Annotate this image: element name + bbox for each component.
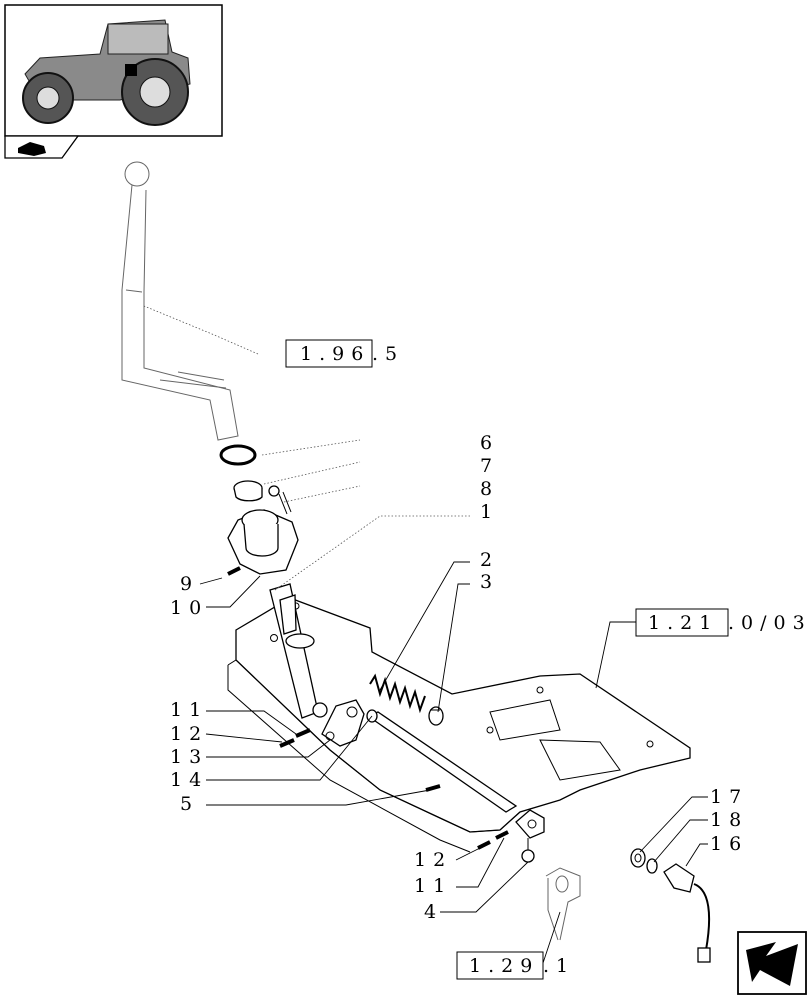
- part-11-pin-lower[interactable]: [495, 830, 509, 840]
- part-11-pin-upper[interactable]: [295, 728, 311, 738]
- ref-label-1-29[interactable]: 1.29 .1: [456, 951, 575, 980]
- tractor-icon: [22, 19, 191, 126]
- label-part-11-upper: 11: [170, 699, 208, 721]
- ref-1-21-suffix: .0/03: [728, 612, 812, 634]
- label-part-11-lower: 11: [414, 875, 452, 897]
- part-1-shaft[interactable]: [269, 583, 328, 719]
- label-part-4: 4: [424, 901, 443, 923]
- part-6-circlip[interactable]: [219, 444, 257, 466]
- gear-lever: [121, 161, 239, 441]
- part-3-cap[interactable]: [428, 706, 444, 726]
- part-number-labels: 6 7 8 1 2 3 9 10 11 12 13 14 5 12 11 4 1…: [170, 432, 748, 923]
- ref-1-21-boxed: 1.21: [648, 612, 718, 634]
- section-tag-icon[interactable]: [4, 135, 80, 159]
- label-part-17: 17: [710, 786, 748, 808]
- ref-1-96-5-boxed: 1.96: [300, 343, 370, 365]
- label-part-8: 8: [480, 478, 499, 500]
- label-part-7: 7: [480, 455, 499, 477]
- previous-page-arrow-icon[interactable]: [737, 931, 807, 995]
- part-2-spring[interactable]: [369, 673, 426, 714]
- leader-lines: [143, 305, 708, 964]
- bracket-ghost: [545, 867, 581, 941]
- part-17-washer[interactable]: [630, 848, 646, 868]
- label-part-2: 2: [480, 549, 499, 571]
- label-part-16: 16: [710, 833, 748, 855]
- part-12-pin-upper[interactable]: [279, 738, 295, 748]
- label-part-10: 10: [170, 597, 208, 619]
- ref-label-1-96-5[interactable]: 1.96 .5: [285, 339, 404, 368]
- part-16-switch[interactable]: [663, 863, 711, 963]
- label-part-9: 9: [180, 573, 199, 595]
- ref-1-96-5-suffix: .5: [372, 343, 404, 365]
- label-part-12-upper: 12: [170, 723, 208, 745]
- label-part-6: 6: [480, 432, 499, 454]
- part-9-pin[interactable]: [227, 566, 241, 576]
- label-part-3: 3: [480, 571, 499, 593]
- ref-label-1-21[interactable]: 1.21 .0/03: [635, 608, 812, 637]
- part-7-bush[interactable]: [233, 480, 263, 502]
- part-18-seal[interactable]: [646, 858, 658, 874]
- part-5-roll-pin[interactable]: [425, 784, 441, 792]
- part-4-lower-arm[interactable]: [515, 809, 545, 863]
- base-plate: [227, 597, 691, 853]
- ref-1-29-suffix: .1: [543, 955, 575, 977]
- label-part-13: 13: [170, 746, 208, 768]
- part-13-lever[interactable]: [321, 699, 365, 747]
- part-8-bolt[interactable]: [268, 485, 292, 515]
- label-part-1: 1: [480, 501, 499, 523]
- tractor-thumbnail[interactable]: [4, 4, 223, 137]
- label-part-18: 18: [710, 809, 748, 831]
- ref-1-29-boxed: 1.29: [469, 955, 539, 977]
- label-part-12-lower: 12: [414, 849, 452, 871]
- part-12-pin-lower[interactable]: [477, 840, 491, 850]
- label-part-14: 14: [170, 769, 208, 791]
- part-1-housing[interactable]: [227, 509, 299, 575]
- label-part-5: 5: [180, 793, 199, 815]
